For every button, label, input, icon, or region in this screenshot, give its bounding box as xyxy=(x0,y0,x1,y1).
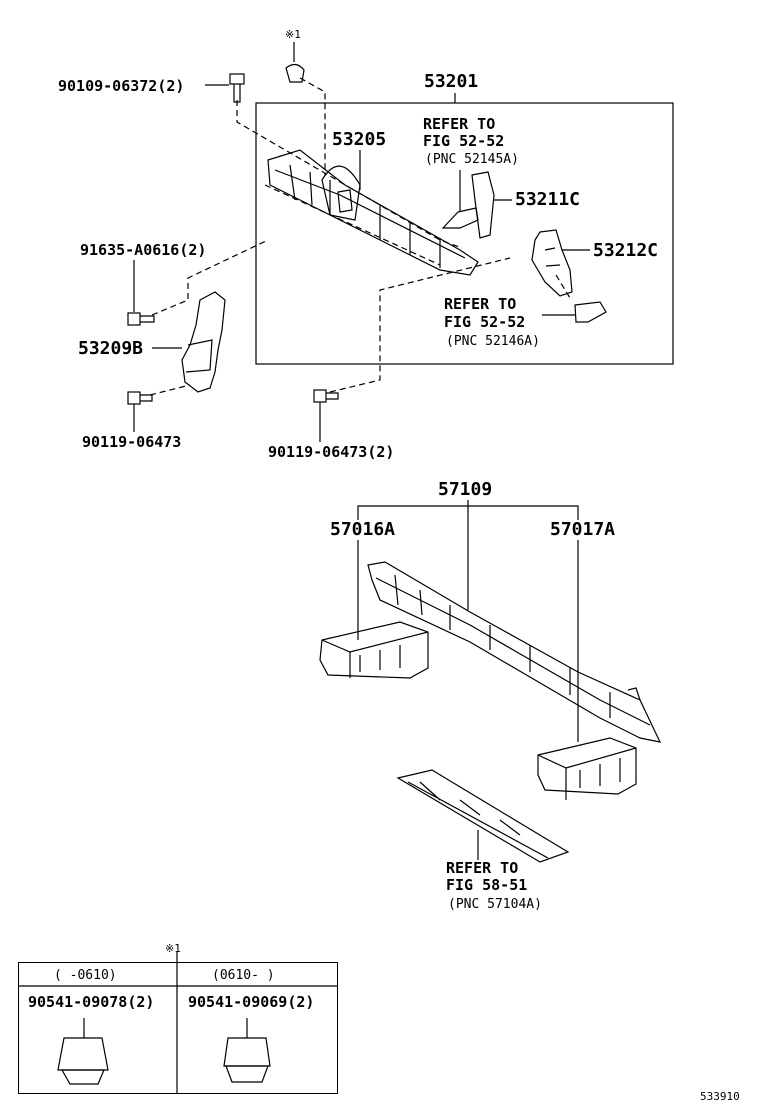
part-90119-06473-left: 90119-06473 xyxy=(82,433,182,451)
bracket-53211c xyxy=(441,170,512,239)
bolt-90119-left xyxy=(127,391,153,432)
dash-line-91635 xyxy=(151,239,269,316)
part-57109: 57109 xyxy=(438,479,493,500)
radiator-support-upper xyxy=(267,149,479,276)
figure-id: 533910 xyxy=(700,1090,740,1103)
part-53209b: 53209B xyxy=(78,338,144,359)
inset-left-header: ( -0610) xyxy=(54,968,117,983)
bolt-90109 xyxy=(205,73,245,103)
part-53212c: 53212C xyxy=(593,240,659,261)
refer-2-line-1: REFER TO xyxy=(444,295,517,313)
dash-line-upper xyxy=(264,184,441,266)
clip-x1 xyxy=(285,42,305,83)
undercover-57104a xyxy=(396,769,570,863)
refer-2-line-2: FIG 52-52 xyxy=(444,313,526,331)
bolt-91635 xyxy=(127,260,155,326)
bracket-53212c xyxy=(531,229,607,323)
part-90541-09069: 90541-09069(2) xyxy=(188,993,315,1011)
assembly-box-53201 xyxy=(255,102,674,365)
note-x1-inset: ※1 xyxy=(165,942,181,955)
note-x1-top: ※1 xyxy=(285,28,301,41)
part-53211c: 53211C xyxy=(515,189,581,210)
clip-90541-09069 xyxy=(223,1018,271,1083)
part-57017a: 57017A xyxy=(550,519,616,540)
refer-3-line-1: REFER TO xyxy=(446,859,519,877)
hood-lock-support-53209b xyxy=(152,291,226,393)
part-90109-06372: 90109-06372(2) xyxy=(58,77,185,95)
dash-line-90119b xyxy=(329,257,511,393)
bolt-90119-right xyxy=(313,389,339,442)
dash-line-90119a xyxy=(149,384,191,396)
inset-right-header: (0610- ) xyxy=(212,968,275,983)
clip-variants-table xyxy=(18,962,338,1094)
stay-57016a xyxy=(319,540,429,679)
radiator-support-lower xyxy=(367,506,662,743)
refer-3-line-2: FIG 58-51 xyxy=(446,876,528,894)
refer-1-line-1: REFER TO xyxy=(423,115,496,133)
part-53201: 53201 xyxy=(424,71,479,92)
clip-90541-09078 xyxy=(57,1018,109,1085)
part-90541-09078: 90541-09078(2) xyxy=(28,993,155,1011)
refer-1-line-2: FIG 52-52 xyxy=(423,132,505,150)
refer-3-line-3: (PNC 57104A) xyxy=(448,897,542,912)
part-57016a: 57016A xyxy=(330,519,396,540)
dash-line-53212c xyxy=(555,274,571,299)
part-91635-a0616: 91635-A0616(2) xyxy=(80,241,207,259)
refer-1-line-3: (PNC 52145A) xyxy=(425,152,519,167)
part-90119-06473-right: 90119-06473(2) xyxy=(268,443,395,461)
refer-2-line-3: (PNC 52146A) xyxy=(446,334,540,349)
dash-line-90109 xyxy=(236,100,463,249)
part-53205: 53205 xyxy=(332,129,387,150)
dash-line-clip xyxy=(299,77,326,175)
stay-57017a xyxy=(537,540,637,800)
